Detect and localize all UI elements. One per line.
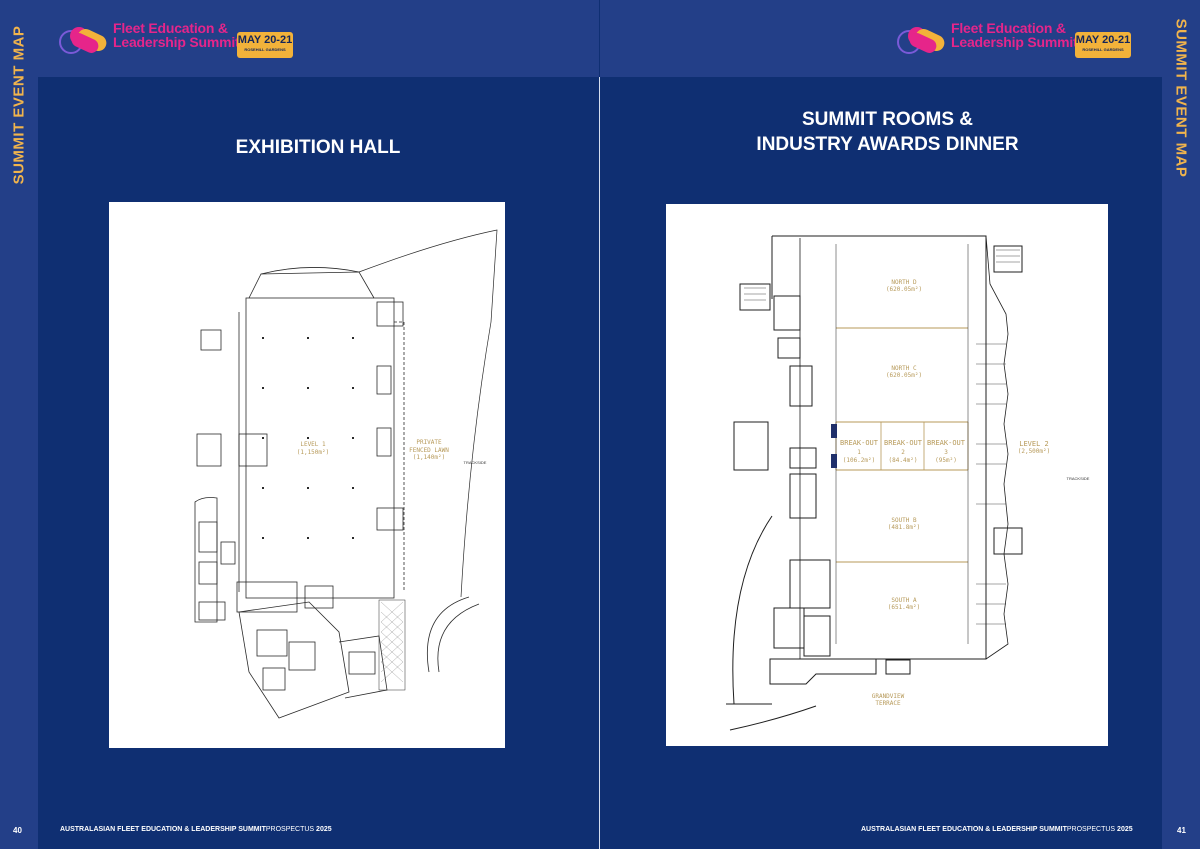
left-side-strip [0, 0, 38, 849]
breakout-2-number: 2 [901, 449, 905, 456]
level2-area: (2,500m²) [1018, 448, 1051, 455]
level2-label: LEVEL 2 [1019, 440, 1049, 448]
south-a-label: SOUTH A [891, 597, 917, 604]
footer-right: AUSTRALASIAN FLEET EDUCATION & LEADERSHI… [861, 826, 1133, 833]
summit-logo-mark-icon [59, 27, 107, 54]
right-side-label: SUMMIT EVENT MAP [1172, 18, 1190, 178]
event-venue: ROSEHILL GARDENS [244, 47, 286, 52]
summit-logo-title: Fleet Education & Leadership Summit [113, 20, 240, 50]
grandview-terrace-label-1: GRANDVIEW [872, 693, 905, 700]
date-badge: MAY 20-21 ROSEHILL GARDENS [237, 32, 293, 58]
summit-logo-title: Fleet Education & Leadership Summit [951, 20, 1078, 50]
page-divider [599, 77, 600, 849]
private-lawn-area: (1,140m²) [413, 454, 446, 461]
breakout-1-number: 1 [857, 449, 861, 456]
page-number-left: 40 [13, 826, 22, 835]
north-c-label: NORTH C [891, 365, 917, 372]
exhibition-hall-title: EXHIBITION HALL [235, 137, 401, 158]
right-side-strip [1162, 0, 1200, 849]
breakout-1-label: BREAK-OUT [840, 439, 879, 447]
event-date: MAY 20-21 [1075, 34, 1131, 46]
summit-logo-mark-icon [897, 27, 945, 54]
south-a-area: (651.4m²) [888, 604, 921, 611]
level1-area: (1,150m²) [297, 449, 330, 456]
north-c-area: (620.05m²) [886, 372, 922, 379]
event-venue: ROSEHILL GARDENS [1082, 47, 1124, 52]
summit-floor-plan-drawing: NORTH D (620.05m²) NORTH C (620.05m²) BR… [726, 235, 1090, 731]
north-d-area: (620.05m²) [886, 286, 922, 293]
summit-rooms-floor-plan: NORTH D (620.05m²) NORTH C (620.05m²) BR… [666, 204, 1108, 746]
page-number-right: 41 [1177, 826, 1186, 835]
footer-left: AUSTRALASIAN FLEET EDUCATION & LEADERSHI… [60, 826, 332, 833]
trackside-label-right: TRACKSIDE [1067, 476, 1090, 481]
right-header-band [600, 0, 1162, 77]
date-badge: MAY 20-21 ROSEHILL GARDENS [1075, 32, 1131, 58]
exhibition-hall-floor-plan: LEVEL 1 (1,150m²) PRIVATE FENCED LAWN (1… [109, 202, 505, 748]
private-lawn-label-2: FENCED LAWN [409, 447, 449, 454]
breakout-3-area: (95m²) [935, 457, 957, 464]
left-header-band [38, 0, 599, 77]
breakout-2-area: (84.4m²) [889, 457, 918, 464]
breakout-1-area: (106.2m²) [843, 457, 876, 464]
event-date: MAY 20-21 [237, 34, 293, 46]
exhibition-floor-plan-drawing: LEVEL 1 (1,150m²) PRIVATE FENCED LAWN (1… [194, 229, 498, 719]
south-b-area: (481.8m²) [888, 524, 921, 531]
summit-rooms-title: SUMMIT ROOMS & INDUSTRY AWARDS DINNER [756, 109, 1019, 155]
north-d-label: NORTH D [891, 279, 917, 286]
private-lawn-label-1: PRIVATE [416, 439, 442, 446]
breakout-3-label: BREAK-OUT [927, 439, 966, 447]
south-b-label: SOUTH B [891, 517, 917, 524]
breakout-2-label: BREAK-OUT [884, 439, 923, 447]
trackside-label-left: TRACKSIDE [464, 460, 487, 465]
breakout-3-number: 3 [944, 449, 948, 456]
left-side-label: SUMMIT EVENT MAP [10, 25, 28, 185]
grandview-terrace-label-2: TERRACE [875, 700, 901, 707]
level1-label: LEVEL 1 [300, 441, 326, 448]
